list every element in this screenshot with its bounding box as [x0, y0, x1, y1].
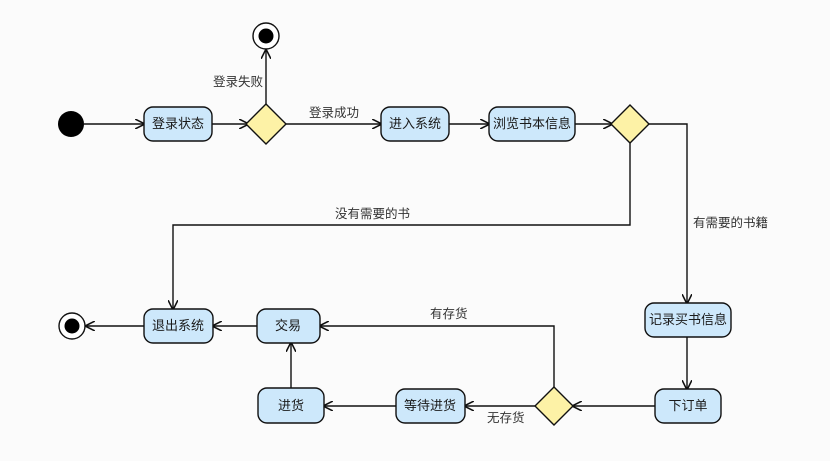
decision-stock [534, 386, 574, 426]
edge-label-login-failed: 登录失败 [213, 74, 264, 89]
action-browse-book-info: 浏览书本信息 [488, 106, 576, 142]
action-login-state-label: 登录状态 [152, 117, 204, 132]
end-node-login-failed [252, 22, 280, 50]
action-enter-system: 进入系统 [380, 106, 450, 142]
action-enter-system-label: 进入系统 [389, 117, 441, 132]
decision-need-book [610, 104, 650, 144]
edge-decision-to-trade [320, 326, 555, 387]
action-browse-book-info-label: 浏览书本信息 [493, 116, 571, 132]
action-record-purchase-info-label: 记录买书信息 [649, 312, 727, 328]
action-place-order: 下订单 [654, 388, 722, 424]
action-login-state: 登录状态 [143, 106, 213, 142]
decision-login [245, 103, 287, 145]
action-trade-label: 交易 [275, 318, 301, 334]
action-restock-label: 进货 [278, 398, 304, 414]
action-exit-system: 退出系统 [143, 308, 214, 344]
edge-label-no-needed-book: 没有需要的书 [335, 206, 410, 221]
edge-decision-to-record [648, 123, 687, 303]
action-record-purchase-info: 记录买书信息 [644, 302, 732, 338]
edge-label-has-needed-book: 有需要的书籍 [693, 215, 768, 230]
action-place-order-label: 下订单 [668, 399, 707, 414]
edge-decision-to-exit [173, 143, 631, 309]
action-trade: 交易 [256, 308, 321, 344]
action-wait-restock: 等待进货 [395, 388, 466, 424]
edge-label-out-of-stock: 无存货 [487, 410, 525, 425]
edge-label-login-success: 登录成功 [309, 105, 359, 120]
end-node-exit [58, 312, 86, 340]
action-wait-restock-label: 等待进货 [404, 398, 456, 414]
action-exit-system-label: 退出系统 [152, 319, 204, 334]
edge-label-in-stock: 有存货 [430, 306, 468, 321]
start-node [58, 111, 84, 137]
action-restock: 进货 [257, 387, 325, 424]
